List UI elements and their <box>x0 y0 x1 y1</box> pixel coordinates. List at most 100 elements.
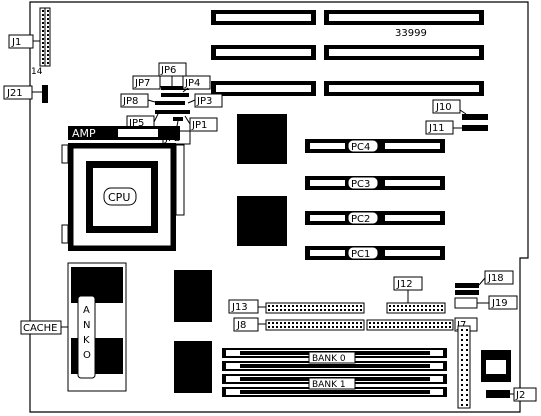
isa-slot <box>324 81 484 96</box>
chipset-chip <box>174 270 212 322</box>
header-pin <box>393 309 395 311</box>
jp5-label: JP5 <box>128 118 144 129</box>
pc2-label-box <box>347 211 379 225</box>
header-pin <box>405 322 407 324</box>
anko-letter: K <box>83 335 90 346</box>
header-pin <box>405 305 407 307</box>
header-pin <box>441 309 443 311</box>
header-pin <box>288 326 290 328</box>
header-pin <box>296 305 298 307</box>
header-pin <box>47 54 49 56</box>
header-pin <box>409 309 411 311</box>
header-pin <box>340 326 342 328</box>
pc3-label: PC3 <box>351 179 370 190</box>
jp1-label-box <box>189 117 218 132</box>
header-pin <box>461 334 463 336</box>
header-pin <box>441 322 443 324</box>
header-pin <box>409 326 411 328</box>
header-pin <box>425 326 427 328</box>
header-pin <box>466 364 468 366</box>
j11-label: J11 <box>428 123 445 134</box>
header-pin <box>296 322 298 324</box>
header-pin <box>316 305 318 307</box>
jp8-label: JP8 <box>122 96 138 107</box>
pc1-label-box <box>347 246 379 260</box>
header-pin <box>461 374 463 376</box>
header-pin <box>461 389 463 391</box>
header-pin <box>280 322 282 324</box>
header-pin <box>268 309 270 311</box>
header-pin <box>389 309 391 311</box>
header-pin <box>417 326 419 328</box>
header-pin <box>461 329 463 331</box>
header-pin <box>352 322 354 324</box>
header-pin <box>348 305 350 307</box>
header-pin <box>42 46 44 48</box>
header-pin <box>352 326 354 328</box>
header-pin <box>288 309 290 311</box>
header-pin <box>320 326 322 328</box>
header-pin <box>466 384 468 386</box>
header-pin <box>466 374 468 376</box>
header-pin <box>276 326 278 328</box>
header-pin <box>47 26 49 28</box>
j7-header <box>366 319 454 331</box>
j21-label: J21 <box>6 88 23 99</box>
header-pin <box>308 305 310 307</box>
header-pin <box>42 58 44 60</box>
header-pin <box>292 309 294 311</box>
header-pin <box>356 322 358 324</box>
header-pin <box>393 305 395 307</box>
jp4-label-box <box>182 75 211 90</box>
header-pin <box>397 322 399 324</box>
header-pin <box>466 329 468 331</box>
header-pin <box>308 309 310 311</box>
header-pin <box>340 322 342 324</box>
header-pin <box>397 305 399 307</box>
header-pin <box>47 38 49 40</box>
j18-label-box <box>484 270 514 285</box>
header-pin <box>437 309 439 311</box>
header-pin <box>393 322 395 324</box>
j8-label: J8 <box>236 320 246 331</box>
header-pin <box>324 326 326 328</box>
header-pin <box>461 384 463 386</box>
header-pin <box>320 309 322 311</box>
header-pin <box>421 326 423 328</box>
header-pin <box>466 369 468 371</box>
jp7-label: JP7 <box>134 78 150 89</box>
header-pin <box>421 322 423 324</box>
isa-slot <box>211 81 316 96</box>
header-pin <box>47 62 49 64</box>
pc4-label: PC4 <box>351 142 370 153</box>
header-pin <box>324 309 326 311</box>
pc3-label-box <box>347 176 379 190</box>
header-pin <box>300 305 302 307</box>
header-pin <box>373 322 375 324</box>
header-pin <box>461 364 463 366</box>
header-pin <box>284 322 286 324</box>
board-model-number: 33999 <box>395 28 427 39</box>
header-pin <box>336 309 338 311</box>
header-pin <box>461 344 463 346</box>
header-pin <box>389 322 391 324</box>
header-pin <box>292 305 294 307</box>
header-pin <box>377 326 379 328</box>
header-pin <box>360 309 362 311</box>
header-pin <box>340 309 342 311</box>
header-pin <box>429 309 431 311</box>
header-pin <box>352 309 354 311</box>
header-pin <box>42 54 44 56</box>
header-pin <box>284 326 286 328</box>
j2-label: J2 <box>515 390 525 401</box>
header-pin <box>332 309 334 311</box>
bank1-label-box <box>308 377 356 390</box>
header-pin <box>272 326 274 328</box>
header-pin <box>433 322 435 324</box>
header-pin <box>280 309 282 311</box>
header-pin <box>461 359 463 361</box>
header-pin <box>328 322 330 324</box>
header-pin <box>284 305 286 307</box>
header-pin <box>437 326 439 328</box>
header-pin <box>344 322 346 324</box>
